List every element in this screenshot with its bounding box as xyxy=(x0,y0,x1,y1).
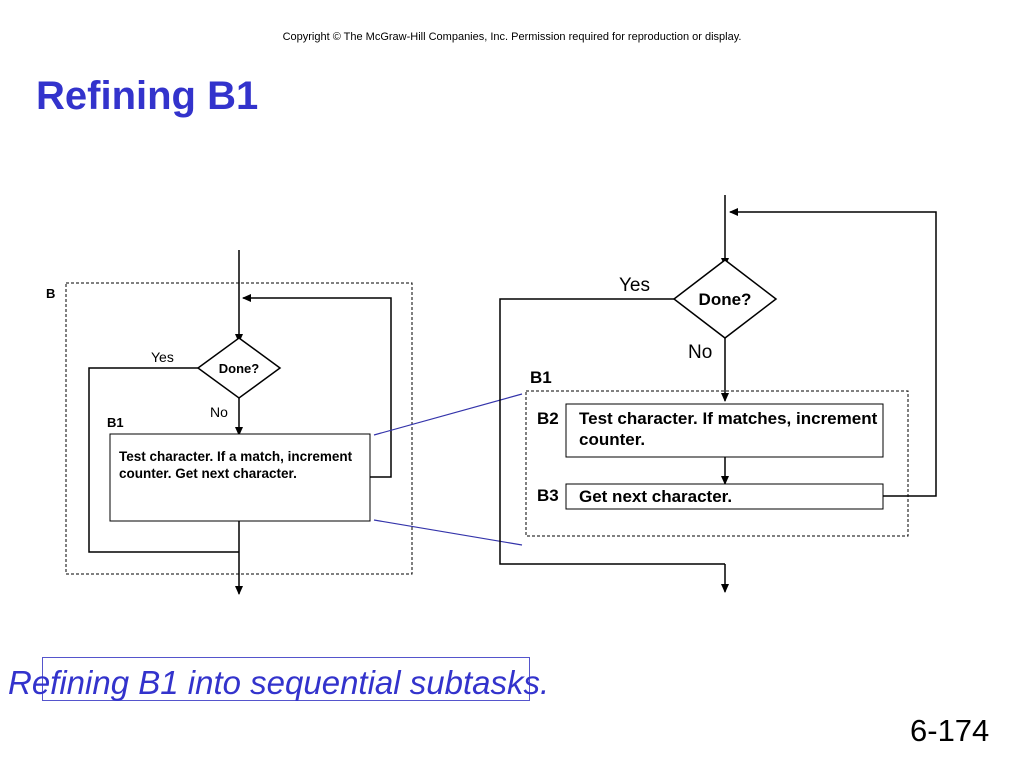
b3-label: B3 xyxy=(537,486,559,505)
connector-line-top xyxy=(373,393,523,436)
right-no-label: No xyxy=(688,342,712,363)
slide-caption: Refining B1 into sequential subtasks. xyxy=(8,664,550,701)
b2-process-text: Test character. If matches, increment co… xyxy=(579,409,878,450)
left-decision-text: Done? xyxy=(219,361,260,376)
slide-title: Refining B1 xyxy=(36,74,259,118)
right-yes-line xyxy=(499,298,725,565)
left-no-label: No xyxy=(210,404,228,420)
caption-outline xyxy=(42,657,530,701)
b3-process-box xyxy=(565,483,884,510)
left-process-label: B1 xyxy=(107,415,124,430)
b2-process-box xyxy=(565,403,884,458)
right-decision-text: Done? xyxy=(699,290,752,309)
right-group-dashed-box xyxy=(525,390,909,537)
left-process-text: Test character. If a match, increment co… xyxy=(119,449,353,481)
b3-process-text: Get next character. xyxy=(579,487,732,506)
right-loop-line xyxy=(729,208,937,497)
left-yes-label: Yes xyxy=(151,349,174,365)
copyright-notice: Copyright © The McGraw-Hill Companies, I… xyxy=(282,31,742,43)
b2-label: B2 xyxy=(537,409,559,428)
left-loop-line xyxy=(242,294,392,478)
right-yes-label: Yes xyxy=(619,275,650,296)
connector-line-bottom xyxy=(373,519,523,546)
left-yes-line xyxy=(88,367,239,553)
left-process-box xyxy=(109,433,371,522)
left-outer-label: B xyxy=(46,286,55,301)
slide-number: 6-174 xyxy=(910,713,990,748)
right-group-label: B1 xyxy=(530,368,552,387)
